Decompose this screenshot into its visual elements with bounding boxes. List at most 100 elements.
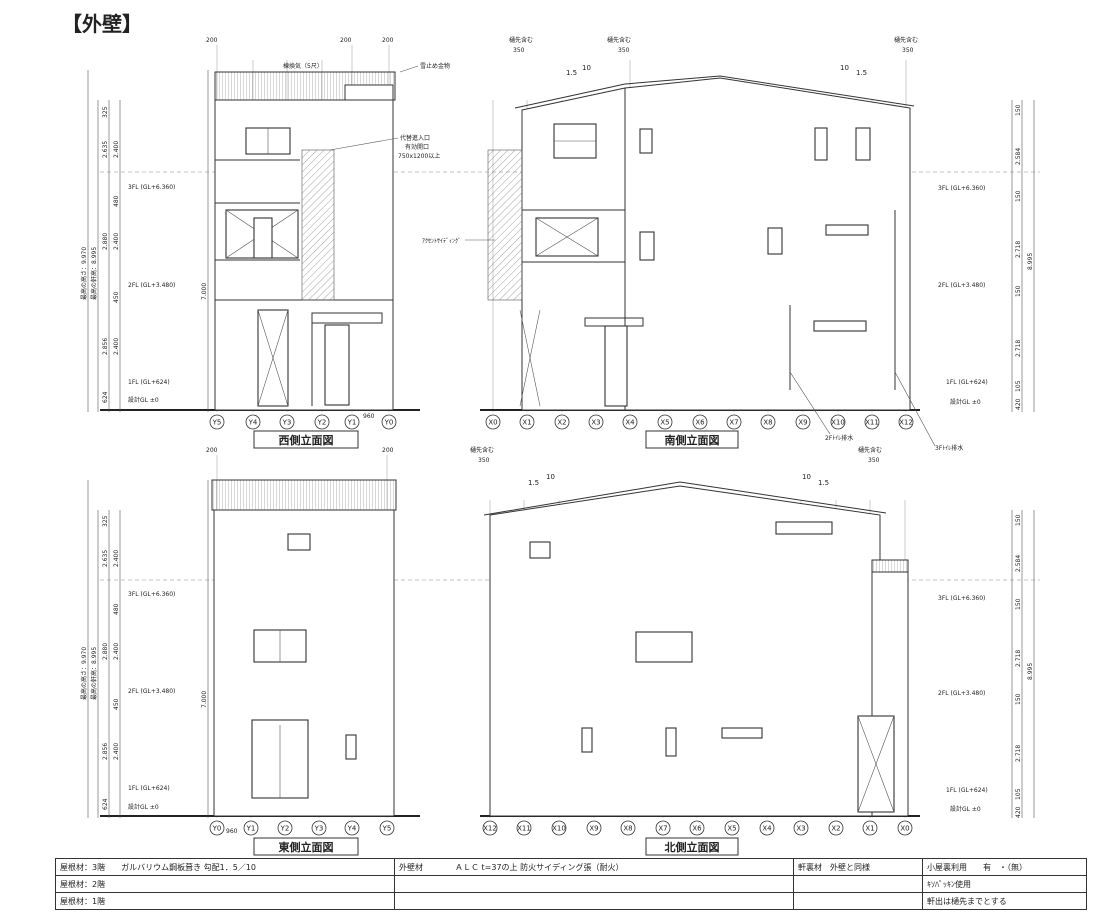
south-eaves-1: 樋先含む [509, 36, 533, 44]
s-dim-2718-b: 2.718 [1015, 340, 1022, 357]
grid-marker-circle [344, 414, 360, 430]
east-elevation: 200 200 最高の高さ：9.970 最高の軒高：8.995 325 2.63… [80, 447, 1040, 856]
south-eaves-4: 樋先含む [858, 446, 882, 454]
e-dim-2635: 2.635 [102, 550, 109, 567]
grid-marker-label: X11 [865, 419, 879, 427]
grid-marker-circle [209, 820, 225, 836]
grid-marker-label: X8 [763, 419, 772, 427]
opening-size-label: 750x1200以上 [398, 152, 440, 160]
spec-roof-3f: 屋根材：3階 ガルバリウム鋼板葺き 勾配1．5／10 [55, 858, 395, 876]
south-pitch-b1: 10 [582, 64, 591, 72]
grid-marker-circle [344, 820, 360, 836]
grid-marker-circle [864, 414, 880, 430]
west-200-c: 200 [382, 37, 394, 44]
north-3fl-level: 3FL (GL+6.360) [938, 595, 985, 602]
s-dim-420: 420 [1015, 398, 1022, 410]
grid-marker-circle [551, 820, 567, 836]
grid-marker-label: Y2 [317, 419, 327, 427]
grid-marker-label: X4 [625, 419, 635, 427]
e-dim-7000: 7.000 [201, 691, 208, 708]
spec-row-3f: 屋根材：3階 ガルバリウム鋼板葺き 勾配1．5／10 外壁材 ＡＬＣ t=37の… [55, 858, 1087, 876]
e-dim-2880: 2.880 [102, 643, 109, 660]
grid-marker-circle [760, 414, 776, 430]
s-dim-8995: 8.995 [1027, 253, 1034, 270]
grid-marker-label: X5 [660, 419, 669, 427]
page-title: 【外壁】 [62, 12, 142, 36]
grid-marker-circle [243, 820, 259, 836]
east-eave-height: 最高の軒高：8.995 [90, 647, 98, 700]
spec-empty-3 [793, 875, 923, 893]
dim-2400-b: 2.400 [113, 233, 120, 250]
grid-marker-label: X0 [488, 419, 497, 427]
grid-marker-label: X1 [522, 419, 531, 427]
west-gl-level: 設計GL ±0 [128, 396, 159, 404]
north-350-b: 350 [868, 457, 880, 464]
west-200-b: 200 [340, 37, 352, 44]
grid-marker-circle [381, 414, 397, 430]
south-1fl-level: 1FL (GL+624) [946, 379, 988, 386]
east-1fl-level: 1FL (GL+624) [128, 785, 170, 792]
grid-marker-circle [277, 820, 293, 836]
n-dim-105: 105 [1015, 788, 1022, 800]
dim-624: 624 [102, 391, 109, 403]
south-right-dimensions: 150 2.584 150 2.718 150 2.718 105 420 8.… [1011, 100, 1035, 412]
grid-marker-circle [554, 414, 570, 430]
grid-marker-label: X1 [865, 825, 874, 833]
south-pitch-a2: 1.5 [856, 69, 867, 77]
north-350-a: 350 [478, 457, 490, 464]
s-dim-150-c: 150 [1015, 285, 1022, 297]
grid-marker-label: Y0 [212, 825, 222, 833]
east-200-b: 200 [382, 447, 394, 454]
grid-marker-circle [209, 414, 225, 430]
north-eaves-1: 樋先含む [470, 446, 494, 454]
e-dim-450: 450 [113, 698, 120, 710]
grid-marker-label: X6 [695, 419, 705, 427]
east-960: 960 [226, 828, 238, 835]
dim-325: 325 [102, 106, 109, 118]
siding-label: ｱｸｾﾝﾄｻｲﾃﾞｨﾝｸﾞ [422, 238, 461, 245]
grid-marker-label: Y3 [282, 419, 292, 427]
e-dim-2400-b: 2.400 [113, 643, 120, 660]
grid-marker-circle [795, 414, 811, 430]
dim-2880: 2.880 [102, 233, 109, 250]
e-dim-2400-a: 2.400 [113, 550, 120, 567]
grid-marker-circle [586, 820, 602, 836]
n-dim-150-a: 150 [1015, 514, 1022, 526]
grid-marker-circle [724, 820, 740, 836]
spec-empty-4 [394, 892, 794, 910]
east-200-a: 200 [206, 447, 218, 454]
spec-row-1f: 屋根材：1階 軒出は樋先までとする [55, 892, 1087, 910]
grid-marker-label: Y5 [212, 419, 222, 427]
e-dim-624: 624 [102, 798, 109, 810]
grid-marker-label: X2 [831, 825, 840, 833]
north-pitch-b2: 10 [802, 473, 811, 481]
s-dim-150-a: 150 [1015, 104, 1022, 116]
grid-marker-circle [279, 414, 295, 430]
grid-marker-circle [485, 414, 501, 430]
n-dim-2584: 2.584 [1015, 555, 1022, 572]
grid-marker-circle [830, 414, 846, 430]
west-elevation: 棟換気（5尺） 雪止め金物 代替進入口 有効開口 750x1200以上 200 … [80, 37, 1040, 449]
grid-marker-label: X10 [831, 419, 845, 427]
west-3fl-level: 3FL (GL+6.360) [128, 184, 175, 191]
dim-450: 450 [113, 291, 120, 303]
west-200-a: 200 [206, 37, 218, 44]
north-pitch-a1: 1.5 [528, 479, 539, 487]
grid-marker-circle [759, 820, 775, 836]
grid-marker-label: Y2 [280, 825, 290, 833]
grid-marker-label: X3 [591, 419, 600, 427]
grid-marker-circle [692, 414, 708, 430]
east-max-height: 最高の高さ：9.970 [80, 647, 88, 700]
south-eaves-3: 樋先含む [894, 36, 918, 44]
s-dim-105: 105 [1015, 380, 1022, 392]
south-pitch-b2: 10 [840, 64, 849, 72]
east-elevation-title: 東側立面図 [279, 840, 334, 854]
grid-marker-label: X5 [727, 825, 736, 833]
west-2fl-level: 2FL (GL+3.480) [128, 282, 175, 289]
grid-marker-circle [898, 414, 914, 430]
n-dim-150-b: 150 [1015, 598, 1022, 610]
grid-marker-label: Y4 [347, 825, 357, 833]
grid-marker-circle [793, 820, 809, 836]
